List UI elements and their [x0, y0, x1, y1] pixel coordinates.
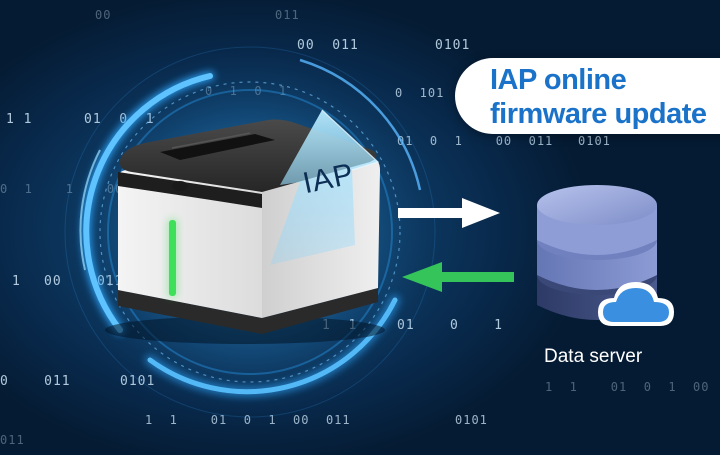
arrow-right-icon: [398, 198, 500, 228]
binary-text: 1 1: [6, 112, 33, 127]
title-banner: [455, 58, 720, 134]
binary-text: 0101: [455, 413, 488, 427]
cloud-icon: [598, 282, 674, 326]
binary-text: 1: [12, 274, 21, 289]
binary-text: 0101: [578, 134, 611, 148]
binary-text: 1 1 01 0 1 00 011: [545, 380, 710, 394]
arrow-left-icon: [402, 262, 514, 292]
binary-text: 0 101: [395, 86, 445, 100]
binary-text: 0101: [435, 38, 471, 53]
upload-arrow-icon: [270, 109, 380, 265]
binary-text: 011: [275, 8, 300, 22]
binary-text: 011: [0, 433, 25, 447]
title-line-2: firmware update: [490, 98, 707, 130]
binary-text: 0 011: [0, 374, 71, 389]
binary-text: 00: [95, 8, 112, 22]
title-line-1: IAP online: [490, 64, 627, 96]
server-label: Data server: [544, 346, 643, 367]
